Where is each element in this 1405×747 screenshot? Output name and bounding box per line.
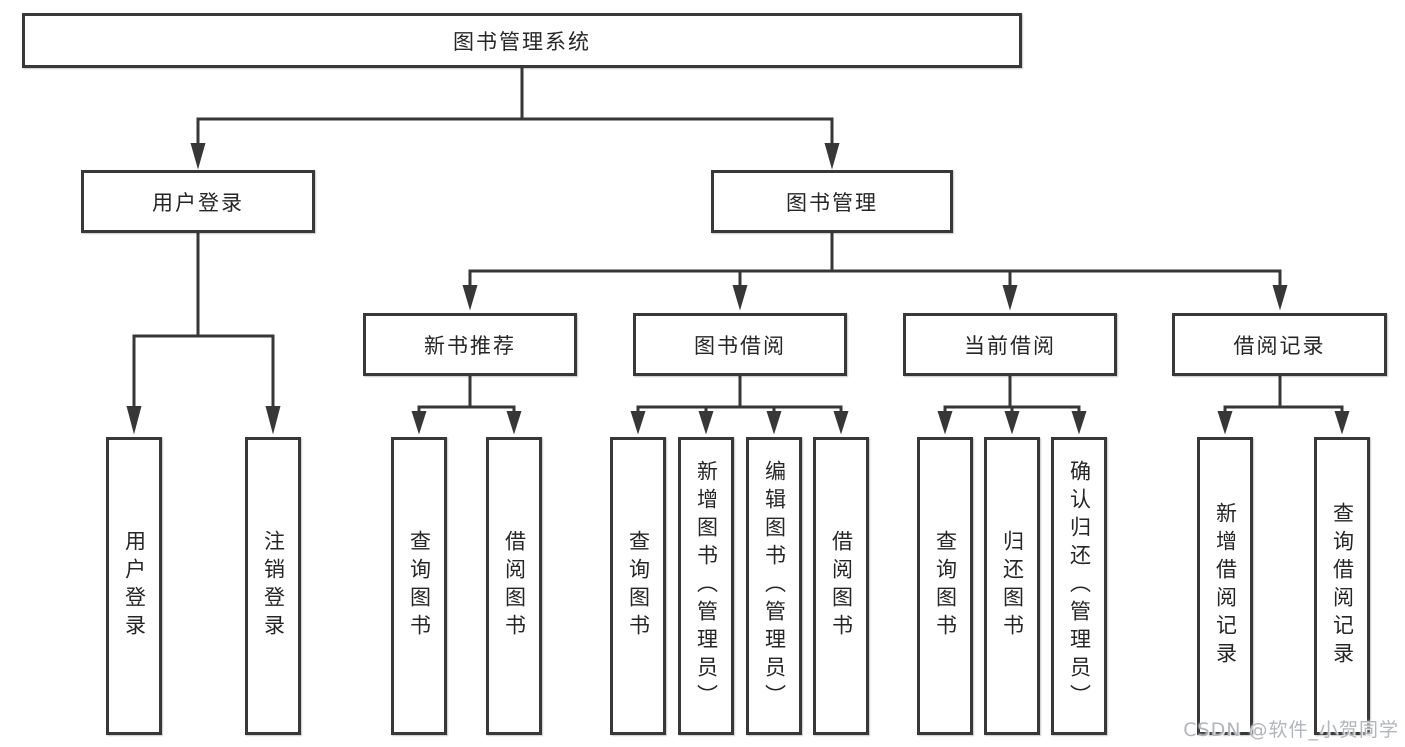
leaf-borrow-books-borrowing-label: 借阅图书 xyxy=(829,530,854,642)
node-new-book-recommend: 新书推荐 xyxy=(363,313,577,376)
leaf-query-borrow-record-label: 查询借阅记录 xyxy=(1330,502,1355,670)
leaf-query-borrow-record: 查询借阅记录 xyxy=(1314,437,1370,735)
branch-new-book-recommend xyxy=(411,375,522,435)
node-root-label: 图书管理系统 xyxy=(453,29,591,54)
leaf-query-books-recommend-label: 查询图书 xyxy=(407,530,432,642)
leaf-add-book-admin-label: 新增图书（管理员） xyxy=(694,460,719,712)
node-current-borrowing: 当前借阅 xyxy=(903,313,1117,376)
leaf-add-borrow-record-label: 新增借阅记录 xyxy=(1213,502,1238,670)
branch-book-borrowing xyxy=(630,375,849,435)
leaf-logout-label: 注销登录 xyxy=(261,530,286,642)
leaf-borrow-books-recommend: 借阅图书 xyxy=(486,437,542,735)
leaf-confirm-return-admin-label: 确认归还（管理员） xyxy=(1067,460,1092,712)
leaf-query-books-borrowing: 查询图书 xyxy=(610,437,666,735)
leaf-edit-book-admin: 编辑图书（管理员） xyxy=(746,437,802,735)
leaf-borrow-books-recommend-label: 借阅图书 xyxy=(502,530,527,642)
branch-book-management xyxy=(462,233,1288,311)
branch-borrowing-records xyxy=(1217,375,1350,435)
node-user-login-label: 用户登录 xyxy=(152,190,244,215)
node-book-borrowing: 图书借阅 xyxy=(633,313,847,376)
node-root: 图书管理系统 xyxy=(22,13,1022,68)
node-current-borrowing-label: 当前借阅 xyxy=(964,333,1056,358)
node-new-book-recommend-label: 新书推荐 xyxy=(424,333,516,358)
leaf-edit-book-admin-label: 编辑图书（管理员） xyxy=(762,460,787,712)
leaf-user-login-label: 用户登录 xyxy=(122,530,147,642)
node-book-management: 图书管理 xyxy=(711,170,953,233)
node-borrowing-records: 借阅记录 xyxy=(1172,313,1387,376)
node-book-borrowing-label: 图书借阅 xyxy=(694,333,786,358)
leaf-user-login: 用户登录 xyxy=(106,437,162,735)
csdn-watermark: CSDN @软件_小贺同学 xyxy=(1183,719,1399,741)
leaf-query-books-recommend: 查询图书 xyxy=(391,437,447,735)
branch-current-borrowing xyxy=(937,375,1087,435)
node-borrowing-records-label: 借阅记录 xyxy=(1233,333,1326,358)
leaf-query-books-borrowing-label: 查询图书 xyxy=(626,530,651,642)
leaf-query-books-current: 查询图书 xyxy=(917,437,973,735)
branch-root xyxy=(190,68,840,170)
leaf-query-books-current-label: 查询图书 xyxy=(933,530,958,642)
node-user-login: 用户登录 xyxy=(81,170,315,233)
leaf-return-book: 归还图书 xyxy=(984,437,1040,735)
leaf-logout: 注销登录 xyxy=(245,437,301,735)
leaf-borrow-books-borrowing: 借阅图书 xyxy=(813,437,869,735)
leaf-add-borrow-record: 新增借阅记录 xyxy=(1197,437,1253,735)
branch-user-login xyxy=(126,233,281,435)
node-book-management-label: 图书管理 xyxy=(786,190,878,215)
leaf-confirm-return-admin: 确认归还（管理员） xyxy=(1051,437,1107,735)
leaf-add-book-admin: 新增图书（管理员） xyxy=(678,437,734,735)
leaf-return-book-label: 归还图书 xyxy=(1000,530,1025,642)
